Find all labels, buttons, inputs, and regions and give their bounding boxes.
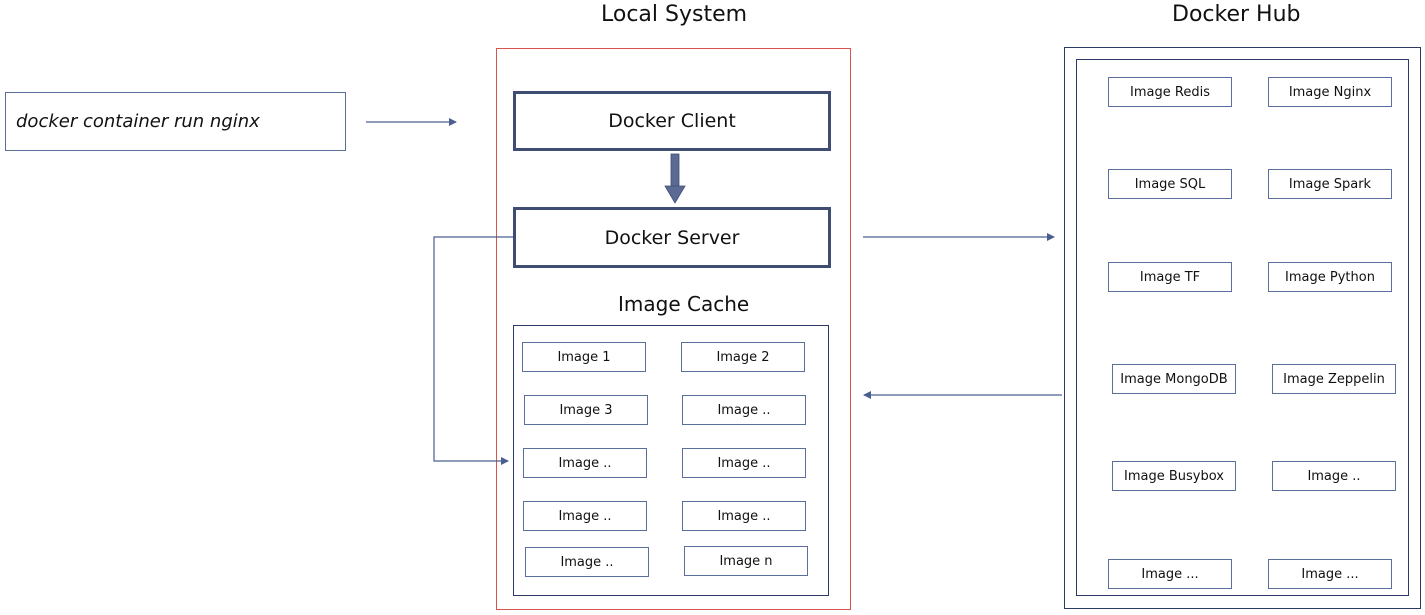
hub-image-label: Image ... [1301, 566, 1359, 582]
hub-image-mongodb: Image MongoDB [1112, 364, 1236, 394]
cache-image-10: Image n [684, 546, 808, 576]
hub-image-redis: Image Redis [1108, 77, 1232, 107]
docker-server-box: Docker Server [513, 207, 831, 268]
hub-image-label: Image TF [1139, 269, 1201, 285]
hub-image-more-3: Image ... [1268, 559, 1392, 589]
docker-client-label: Docker Client [608, 110, 736, 132]
cache-image-7: Image .. [523, 501, 647, 531]
cache-image-label: Image .. [717, 455, 771, 471]
cache-image-1: Image 1 [522, 342, 646, 372]
command-box: docker container run nginx [5, 92, 346, 151]
hub-image-label: Image SQL [1134, 176, 1206, 192]
hub-image-label: Image MongoDB [1120, 371, 1228, 387]
hub-image-label: Image Busybox [1124, 468, 1224, 484]
cache-image-label: Image 3 [559, 402, 613, 418]
hub-image-more: Image .. [1272, 461, 1396, 491]
cache-image-label: Image .. [717, 402, 771, 418]
cache-image-label: Image .. [558, 455, 612, 471]
cache-image-label: Image .. [717, 508, 771, 524]
cache-image-label: Image .. [560, 554, 614, 570]
cache-image-label: Image n [719, 553, 773, 569]
hub-image-spark: Image Spark [1268, 169, 1392, 199]
cache-image-2: Image 2 [681, 342, 805, 372]
hub-image-label: Image Redis [1130, 84, 1210, 100]
hub-image-label: Image Spark [1288, 176, 1372, 192]
cache-image-3: Image 3 [524, 395, 648, 425]
local-system-container [496, 48, 851, 610]
hub-image-nginx: Image Nginx [1268, 77, 1392, 107]
hub-image-label: Image ... [1141, 566, 1199, 582]
cache-image-8: Image .. [682, 501, 806, 531]
docker-hub-title: Docker Hub [1172, 2, 1301, 27]
hub-image-tf: Image TF [1108, 262, 1232, 292]
hub-image-python: Image Python [1268, 262, 1392, 292]
local-system-title: Local System [601, 2, 748, 27]
cache-image-label: Image 1 [557, 349, 611, 365]
cache-image-label: Image 2 [716, 349, 770, 365]
cache-image-4: Image .. [682, 395, 806, 425]
hub-image-more-2: Image ... [1108, 559, 1232, 589]
cache-image-6: Image .. [682, 448, 806, 478]
hub-image-label: Image Zeppelin [1283, 371, 1385, 387]
image-cache-title: Image Cache [618, 292, 750, 316]
cache-image-9: Image .. [525, 547, 649, 577]
hub-image-label: Image Nginx [1288, 84, 1372, 100]
hub-image-label: Image .. [1307, 468, 1361, 484]
server-to-cache-connector [433, 236, 513, 465]
client-to-server-arrow [664, 153, 686, 204]
hub-image-busybox: Image Busybox [1112, 461, 1236, 491]
hub-image-label: Image Python [1285, 269, 1375, 285]
docker-hub-container [1064, 47, 1421, 609]
command-text: docker container run nginx [16, 111, 260, 132]
docker-client-box: Docker Client [513, 91, 831, 151]
docker-hub-inner-frame [1076, 59, 1409, 596]
image-cache-container [513, 325, 829, 596]
docker-server-label: Docker Server [604, 226, 740, 249]
cache-image-label: Image .. [558, 508, 612, 524]
hub-image-zeppelin: Image Zeppelin [1272, 364, 1396, 394]
cache-image-5: Image .. [523, 448, 647, 478]
hub-image-sql: Image SQL [1108, 169, 1232, 199]
